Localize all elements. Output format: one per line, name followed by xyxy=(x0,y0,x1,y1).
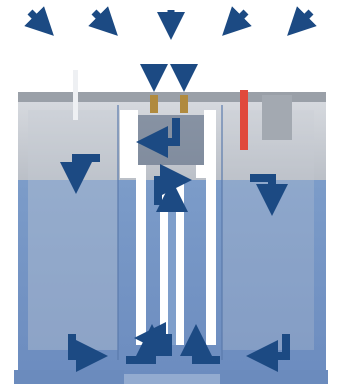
arrow-down-left-icon xyxy=(297,12,311,26)
red-pipe xyxy=(240,90,248,150)
right-chamber-wall xyxy=(222,110,314,350)
inlet-arrows xyxy=(154,64,184,78)
arrow-down-right-icon xyxy=(30,12,44,26)
center-tube-right xyxy=(176,180,184,345)
arrow-down-left-icon xyxy=(232,12,246,26)
right-pump-body xyxy=(262,95,292,140)
arrow-down-right-icon xyxy=(94,12,108,26)
top-arrow-row xyxy=(30,10,311,26)
tank-foot-center xyxy=(124,374,220,384)
inlet-pipe-left xyxy=(150,95,158,113)
left-chamber-wall xyxy=(28,110,118,350)
inlet-pipe-right xyxy=(180,95,188,113)
tank-foot-right xyxy=(220,370,328,384)
left-vent-pipe xyxy=(73,70,78,120)
tank-foot-left xyxy=(14,370,124,384)
